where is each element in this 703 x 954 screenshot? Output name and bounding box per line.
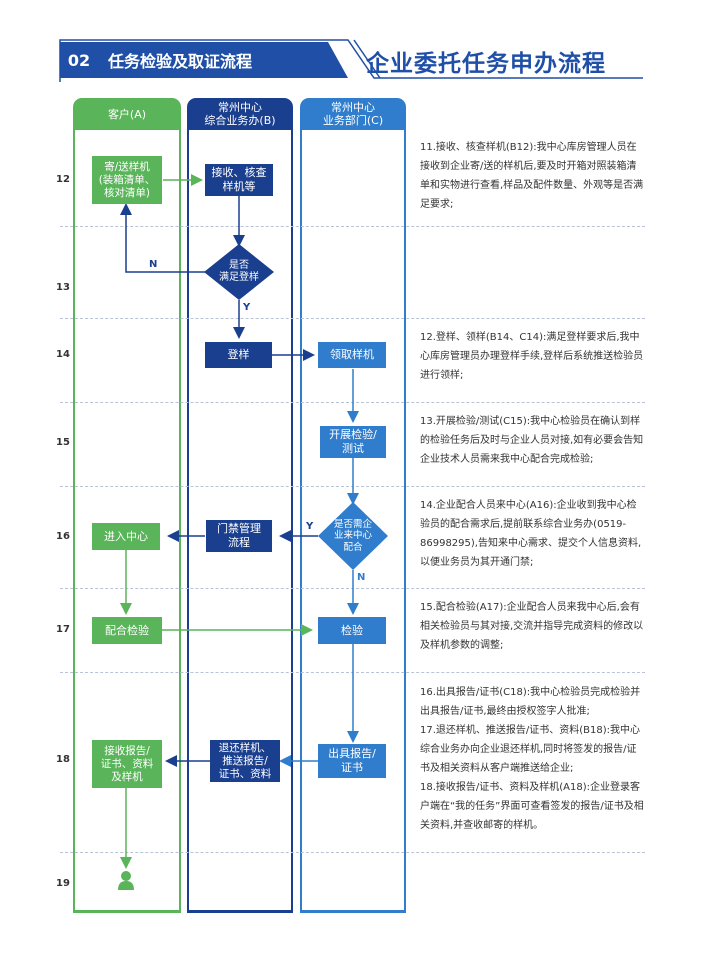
note-step-13: 13.开展检验/测试(C15):我中心检验员在确认到样的检验任务后及时与企业人员… <box>420 412 646 469</box>
enter-center-node: 进入中心 <box>92 523 160 550</box>
row-number: 19 <box>56 878 70 889</box>
lane-header-business-office: 常州中心 综合业务办(B) <box>187 98 293 130</box>
note-step-15: 15.配合检验(A17):企业配合人员来我中心后,会有相关检验员与其对接,交流并… <box>420 598 646 655</box>
return-samples-node: 退还样机、 推送报告/ 证书、资料 <box>210 740 280 782</box>
note-step-14: 14.企业配合人员来中心(A16):企业收到我中心检验员的配合需求后,提前联系综… <box>420 496 646 572</box>
issue-report-node: 出具报告/ 证书 <box>318 744 386 778</box>
note-text: 14.企业配合人员来中心(A16):企业收到我中心检验员的配合需求后,提前联系综… <box>420 500 642 568</box>
row-number: 18 <box>56 754 70 765</box>
note-text: 17.退还样机、推送报告/证书、资料(B18):我中心综合业务办向企业退还样机,… <box>420 725 641 774</box>
section-title: 任务检验及取证流程 <box>98 42 348 78</box>
lane-bottom <box>300 910 406 913</box>
row-number: 16 <box>56 531 70 542</box>
row-number: 14 <box>56 349 70 360</box>
no-label: N <box>357 572 366 583</box>
cooperate-inspection-node: 配合检验 <box>92 617 162 644</box>
lane-border <box>291 130 293 912</box>
row-number: 17 <box>56 624 70 635</box>
collect-sample-node: 领取样机 <box>318 342 386 368</box>
lane-border <box>300 130 302 912</box>
note-text: 16.出具报告/证书(C18):我中心检验员完成检验并出具报告/证书,最终由授权… <box>420 687 641 717</box>
lane-border <box>73 130 75 912</box>
lane-bottom <box>187 910 293 913</box>
lane-header-customer: 客户(A) <box>73 98 181 130</box>
row-number: 15 <box>56 437 70 448</box>
note-text: 15.配合检验(A17):企业配合人员来我中心后,会有相关检验员与其对接,交流并… <box>420 602 644 651</box>
meets-registration-decision <box>204 244 274 300</box>
lane-border <box>179 130 181 912</box>
note-step-12: 12.登样、领样(B14、C14):满足登样要求后,我中心库房管理员办理登样手续… <box>420 328 646 385</box>
conduct-test-node: 开展检验/ 测试 <box>320 426 386 458</box>
enterprise-needed-decision <box>318 502 388 570</box>
lane-border <box>187 130 189 912</box>
note-step-11: 11.接收、核查样机(B12):我中心库房管理人员在接收到企业寄/送的样机后,要… <box>420 138 646 214</box>
send-sample-node: 寄/送样机 (装箱清单、 核对清单) <box>92 156 162 204</box>
no-label: N <box>149 259 158 270</box>
access-control-node: 门禁管理 流程 <box>206 520 272 552</box>
section-number: 02 <box>60 42 98 78</box>
register-node: 登样 <box>205 342 272 368</box>
lane-header-department: 常州中心 业务部门(C) <box>300 98 406 130</box>
page-title: 企业委托任务申办流程 <box>366 51 606 77</box>
lane-bottom <box>73 910 181 913</box>
row-divider <box>60 226 645 227</box>
yes-label: Y <box>306 521 314 532</box>
receive-report-node: 接收报告/ 证书、资料 及样机 <box>92 740 162 788</box>
row-number: 13 <box>56 282 70 293</box>
lane-border <box>404 130 406 912</box>
meets-registration-label: 是否 满足登样 <box>219 260 259 283</box>
enterprise-needed-label: 是否需企 业来中心 配合 <box>333 518 372 553</box>
row-divider <box>60 852 645 853</box>
inspect-node: 检验 <box>318 617 386 644</box>
user-end-icon <box>118 871 134 890</box>
yes-label: Y <box>243 302 251 313</box>
row-divider <box>60 318 645 319</box>
note-text: 18.接收报告/证书、资料及样机(A18):企业登录客户端在“我的任务”界面可查… <box>420 782 644 831</box>
header-decoration <box>59 39 643 82</box>
note-text: 11.接收、核查样机(B12):我中心库房管理人员在接收到企业寄/送的样机后,要… <box>420 142 644 210</box>
receive-check-node: 接收、核查 样机等 <box>205 164 273 196</box>
note-text: 13.开展检验/测试(C15):我中心检验员在确认到样的检验任务后及时与企业人员… <box>420 416 644 465</box>
note-steps-16-18: 16.出具报告/证书(C18):我中心检验员完成检验并出具报告/证书,最终由授权… <box>420 683 646 835</box>
row-number: 12 <box>56 174 70 185</box>
note-text: 12.登样、领样(B14、C14):满足登样要求后,我中心库房管理员办理登样手续… <box>420 332 644 381</box>
